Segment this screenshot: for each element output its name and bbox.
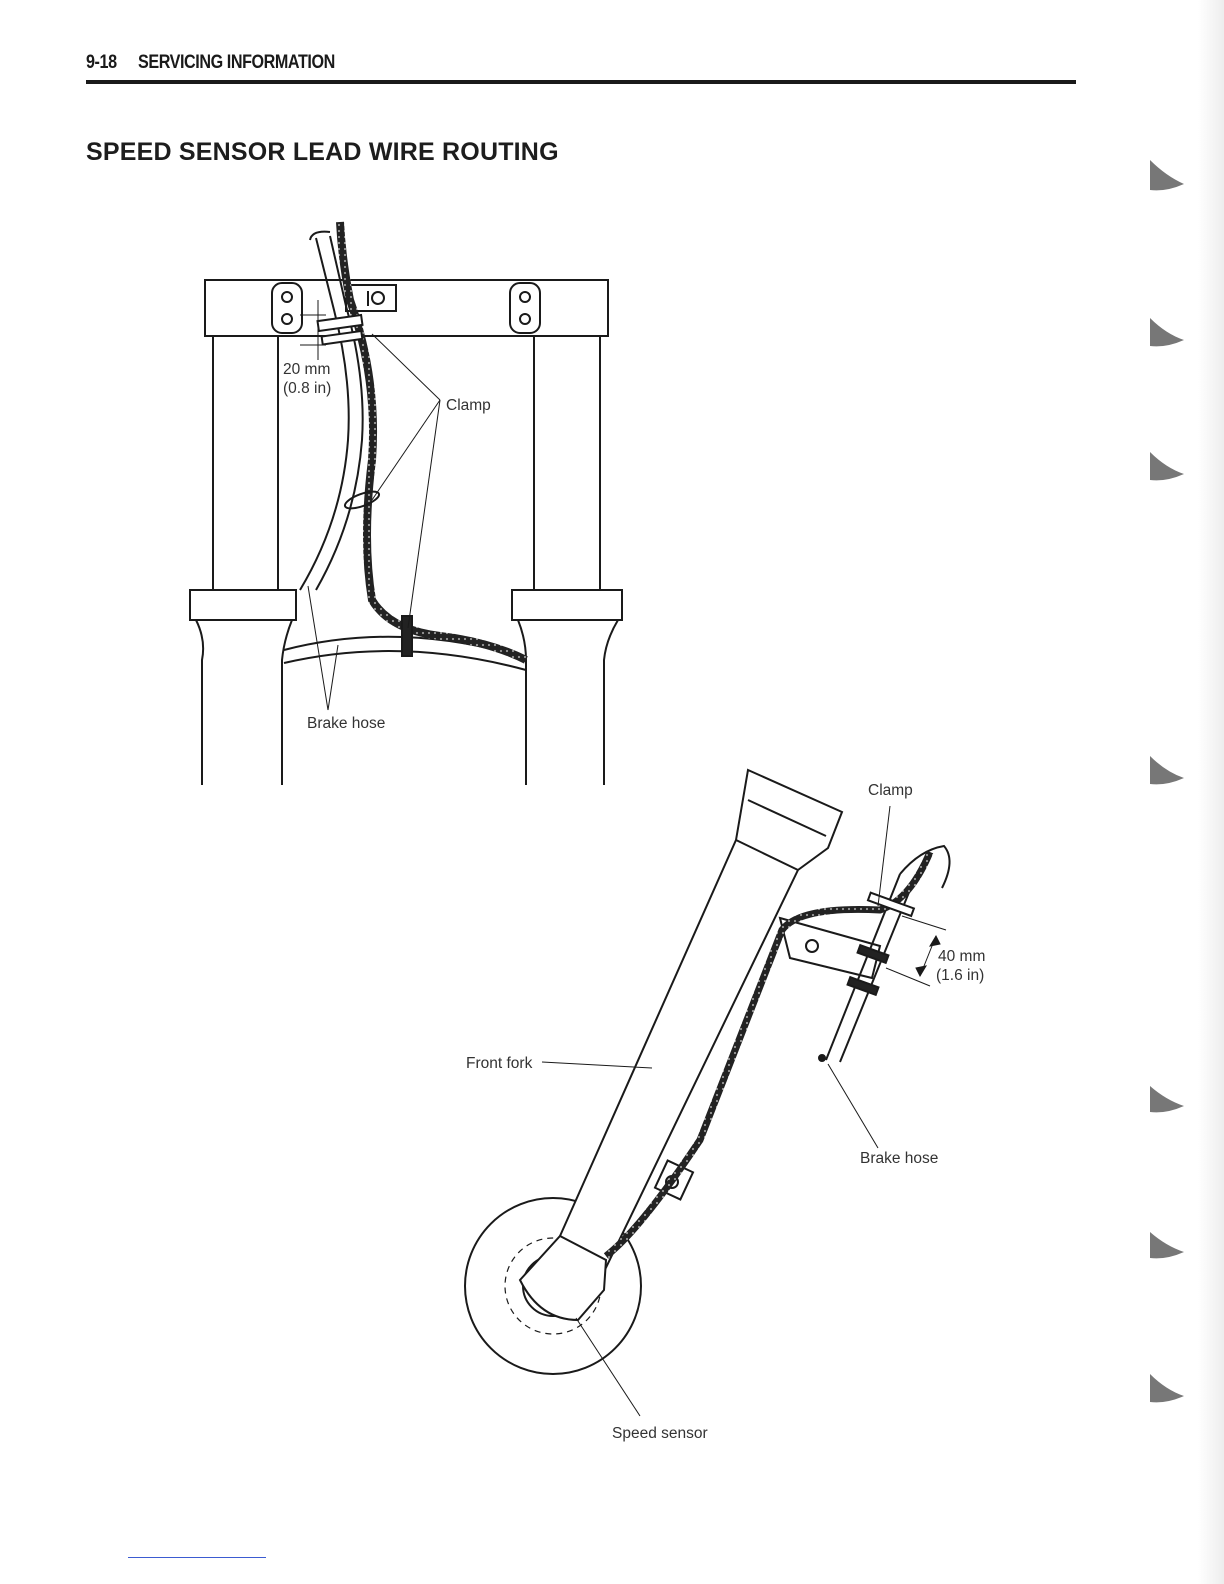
speed-sensor-label: Speed sensor	[612, 1425, 708, 1442]
brake-hose-label-top: Brake hose	[307, 715, 385, 732]
footer-rule	[128, 1557, 266, 1558]
clamp-label-side: Clamp	[868, 782, 913, 799]
binder-tab-marks	[1150, 160, 1184, 1402]
brake-hose-label-side: Brake hose	[860, 1150, 938, 1167]
dimension-0-8in: (0.8 in)	[283, 380, 331, 397]
left-clamp-block	[272, 283, 302, 333]
dimension-20mm: 20 mm	[283, 361, 330, 378]
right-clamp-block	[510, 283, 540, 333]
dimension-1-6in: (1.6 in)	[936, 967, 984, 984]
clamp-label-top: Clamp	[446, 397, 491, 414]
front-view-illustration	[190, 222, 622, 785]
side-view-illustration	[465, 770, 950, 1416]
upper-bracket	[205, 280, 608, 336]
dimension-40mm: 40 mm	[938, 948, 985, 965]
page-edge-shadow	[1198, 0, 1224, 1584]
front-fork-label: Front fork	[466, 1055, 533, 1072]
